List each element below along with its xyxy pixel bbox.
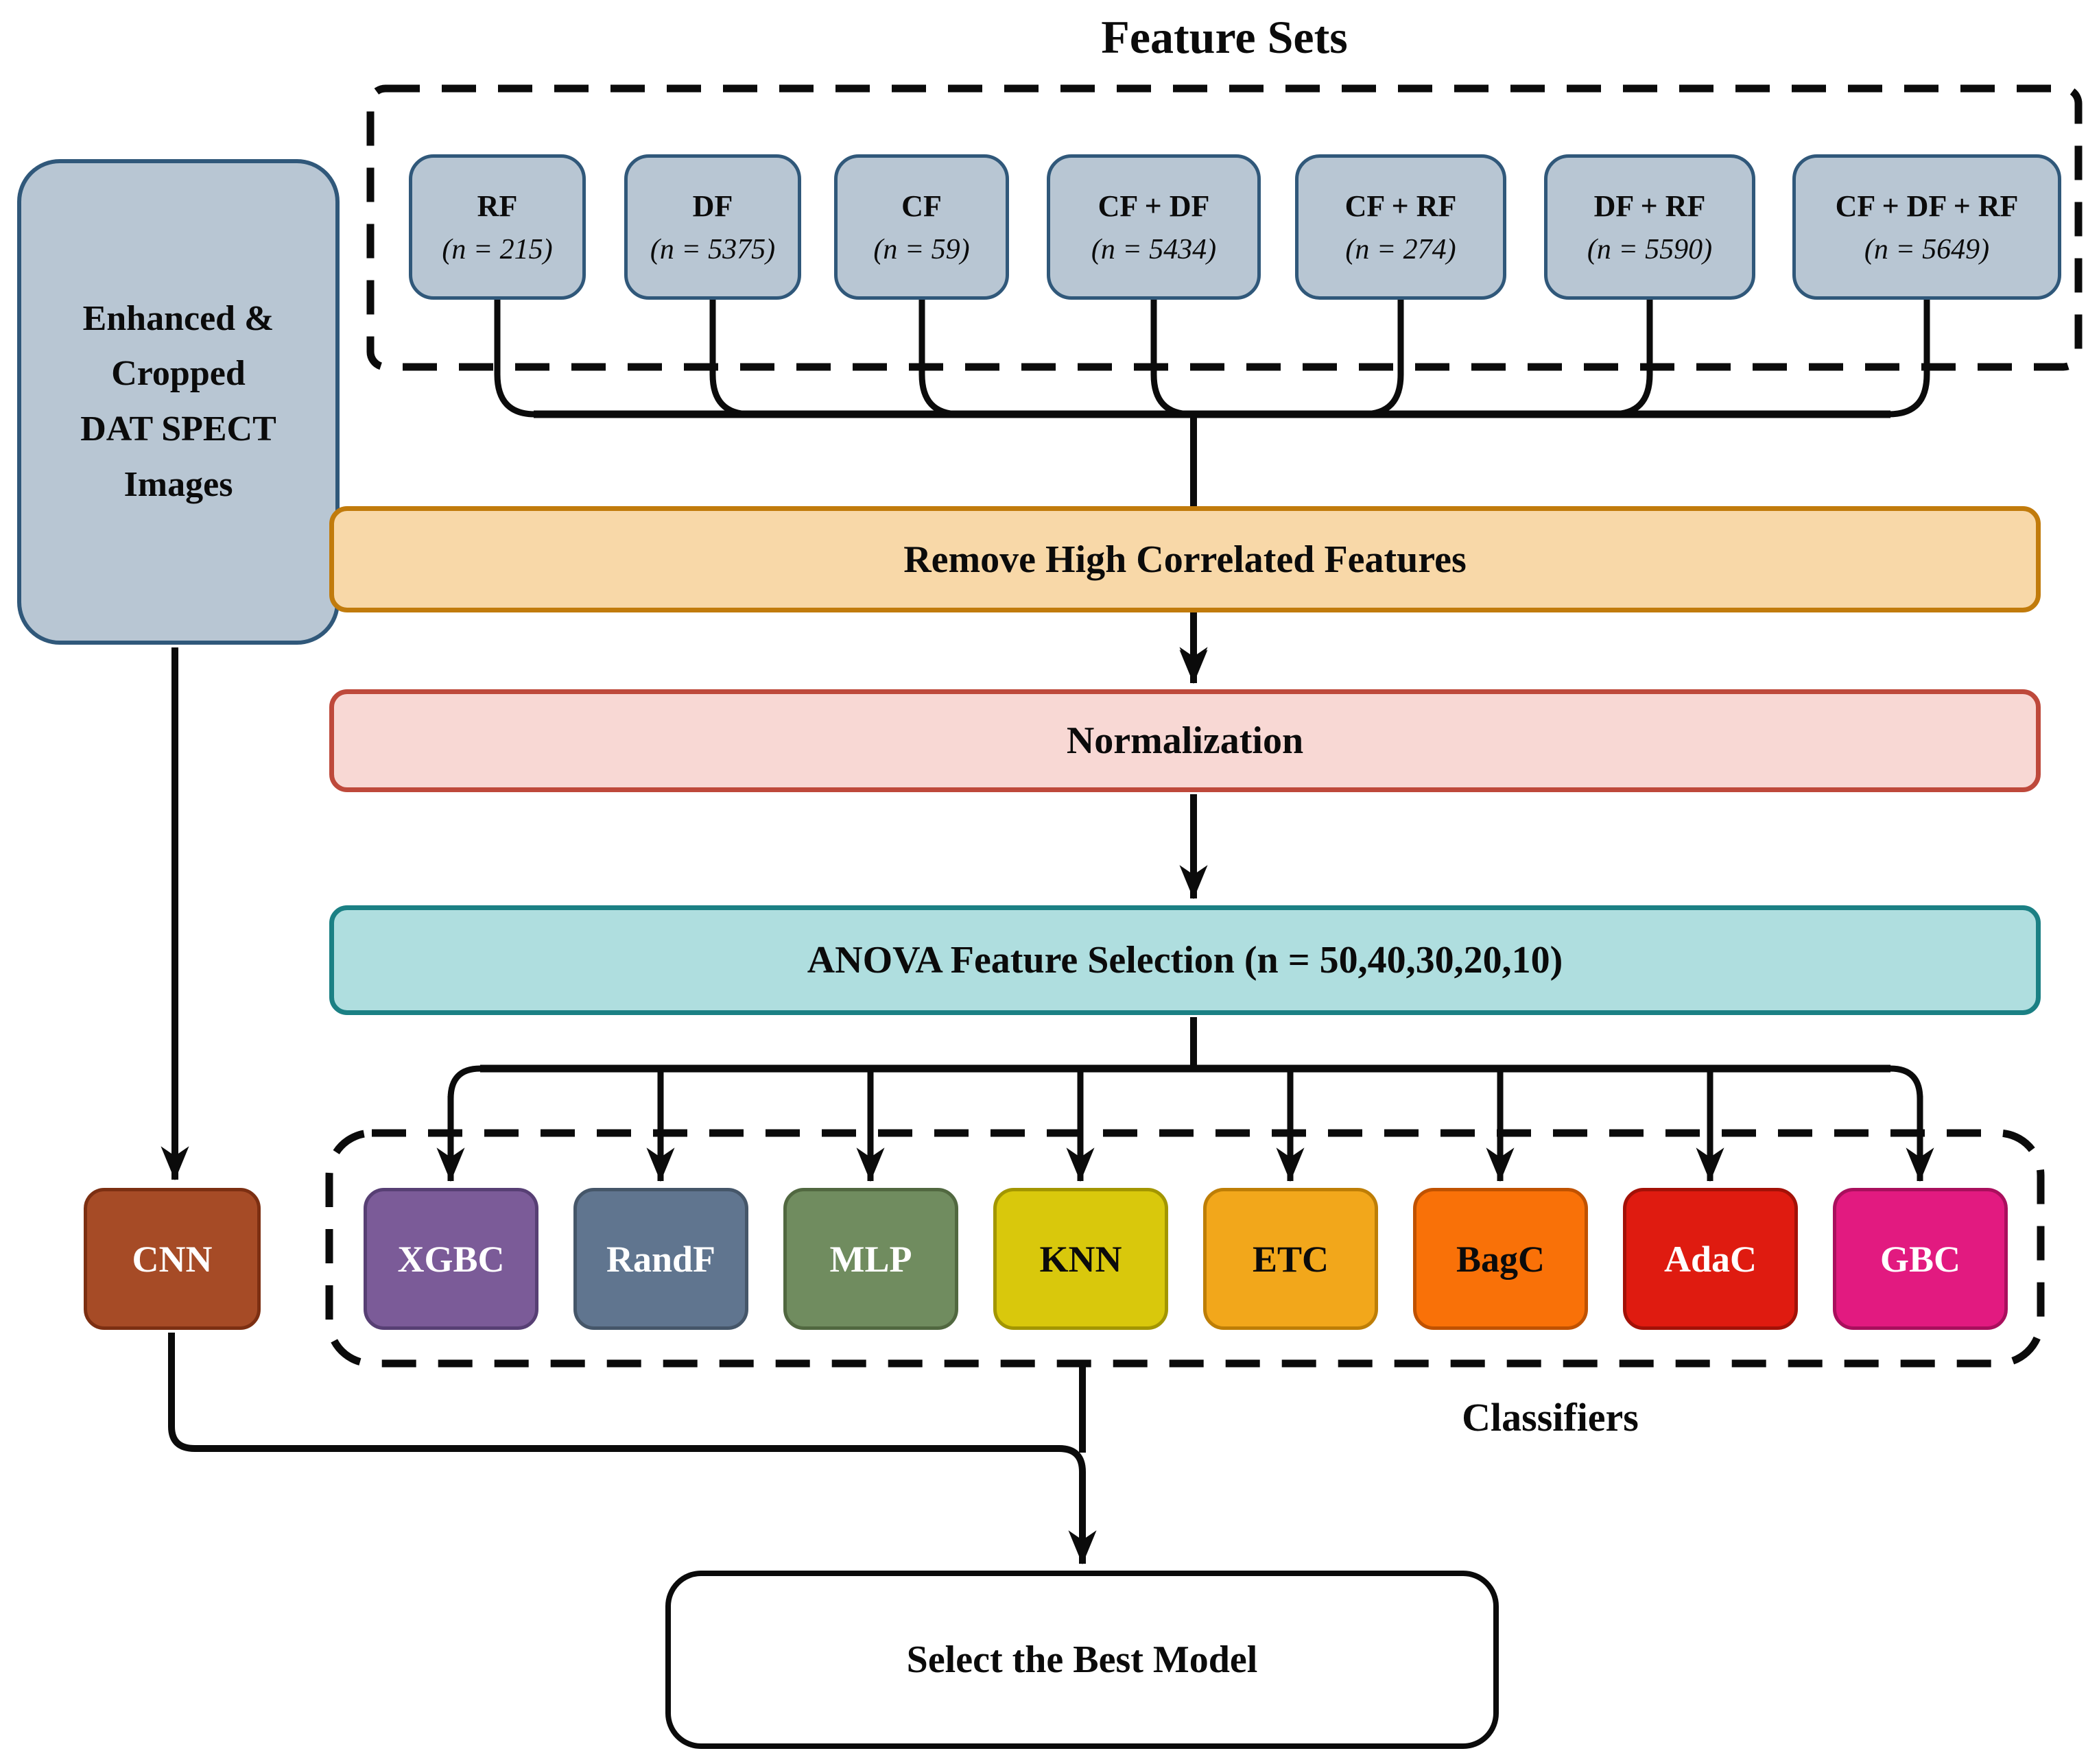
feature-box-cf-df-rf: CF + DF + RF (n = 5649) [1792,154,2061,300]
feature-label: RF [477,189,518,223]
feature-merge-wires [494,300,1930,682]
classifier-box-bagc: BagC [1413,1188,1588,1330]
feature-label: CF + DF [1098,189,1210,223]
feature-count: (n = 215) [442,233,553,265]
best-model-box: Select the Best Model [665,1571,1499,1749]
feature-box-cf-rf: CF + RF (n = 274) [1295,154,1506,300]
normalization-bar: Normalization [329,689,2041,792]
feature-box-df-rf: DF + RF (n = 5590) [1544,154,1755,300]
anova-fanout-wires [436,1017,1934,1182]
classifier-box-adac: AdaC [1623,1188,1798,1330]
feature-label: DF [692,189,733,223]
arrow-to-best-model [168,1333,1097,1565]
classifier-box-gbc: GBC [1833,1188,2008,1330]
feature-count: (n = 59) [873,233,970,265]
classifiers-caption: Classifiers [1462,1394,1639,1440]
feature-label: CF + DF + RF [1835,189,2019,223]
classifier-box-randf: RandF [573,1188,748,1330]
feature-label: DF + RF [1593,189,1706,223]
feature-sets-group-frame [366,84,2083,371]
feature-box-cf-df: CF + DF (n = 5434) [1047,154,1261,300]
feature-box-rf: RF (n = 215) [409,154,586,300]
classifier-box-cnn: CNN [84,1188,261,1330]
final-merge-wires [168,1333,1097,1565]
feature-count: (n = 5649) [1864,233,1990,265]
classifier-box-knn: KNN [993,1188,1168,1330]
feature-box-cf: CF (n = 59) [834,154,1009,300]
input-line: Images [123,464,233,504]
feature-box-df: DF (n = 5375) [624,154,801,300]
classifier-box-mlp: MLP [783,1188,958,1330]
classifier-box-etc: ETC [1203,1188,1378,1330]
feature-label: CF + RF [1344,189,1457,223]
anova-selection-bar: ANOVA Feature Selection (n = 50,40,30,20… [329,905,2041,1015]
classifiers-group-frame [325,1129,2045,1368]
classifier-box-xgbc: XGBC [364,1188,538,1330]
feature-label: CF [901,189,942,223]
remove-correlated-bar: Remove High Correlated Features [329,506,2041,612]
feature-count: (n = 5434) [1091,233,1217,265]
page-title: Feature Sets [1101,10,1348,63]
input-images-box: Enhanced & Cropped DAT SPECT Images [17,159,340,645]
feature-count: (n = 5375) [650,233,776,265]
feature-count: (n = 5590) [1587,233,1713,265]
input-line: Enhanced & [82,298,274,338]
input-line: Cropped [111,354,246,394]
feature-count: (n = 274) [1345,233,1456,265]
input-line: DAT SPECT [80,409,276,449]
